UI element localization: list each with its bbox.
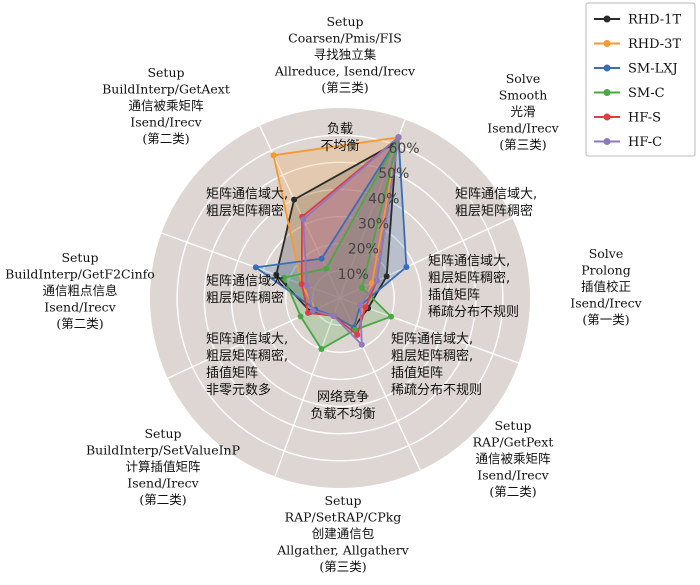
legend-marker-HF-S — [603, 113, 611, 121]
data-point-HF-C-4 — [358, 341, 365, 348]
data-point-HF-S-3 — [362, 304, 369, 311]
annotation-6: 矩阵通信域大,粗层矩阵稠密,插值矩阵稀疏分布不规则 — [391, 332, 482, 398]
data-point-RHD-1T-7 — [273, 271, 280, 278]
legend-label-SM-C: SM-C — [628, 86, 665, 101]
data-point-HF-S-7 — [298, 281, 305, 288]
annotation-8: 网络竞争负载不均衡 — [310, 389, 375, 422]
data-point-SM-C-3 — [388, 313, 394, 320]
legend-marker-SM-C — [603, 89, 611, 96]
grid-circle-3 — [257, 215, 423, 381]
annotation-5: 矩阵通信域大,粗层矩阵稠密,插值矩阵稀疏分布不规则 — [428, 254, 519, 320]
data-point-SM-LXJ-2 — [403, 264, 410, 270]
annotation-1: 负载不均衡 — [320, 122, 359, 154]
grid-circle-6 — [176, 134, 504, 462]
annotation-3: 矩阵通信域大,粗层矩阵稠密 — [206, 187, 288, 219]
tick-label-1: 10% — [338, 267, 369, 283]
tick-label-4: 40% — [368, 191, 399, 207]
series-area-HF-C — [303, 137, 399, 345]
data-point-HF-C-3 — [357, 302, 364, 309]
legend-label-SM-LXJ: SM-LXJ — [628, 62, 678, 77]
grid-circle-5 — [203, 161, 477, 435]
legend-marker-HF-C — [603, 138, 611, 145]
spoke-1 — [339, 119, 406, 299]
data-point-SM-LXJ-7 — [252, 264, 259, 271]
grid-circle-4 — [230, 188, 450, 408]
data-point-SM-LXJ-8 — [318, 255, 325, 262]
radial-tick-labels: 10% 20% 30% 40% 50% 60% — [338, 141, 420, 283]
data-point-HF-C-7 — [303, 282, 310, 289]
data-point-HF-C-8 — [300, 216, 307, 223]
legend-label-HF-S: HF-S — [628, 111, 661, 126]
series-area-RHD-3T — [273, 137, 399, 328]
data-point-HF-S-4 — [354, 331, 361, 338]
legend-marker-SM-LXJ — [603, 64, 611, 72]
data-point-SM-C-5 — [318, 346, 325, 352]
tick-label-2: 20% — [348, 242, 379, 258]
tick-label-5: 50% — [378, 166, 409, 182]
data-point-SM-C-6 — [297, 313, 304, 320]
tick-label-6: 60% — [388, 141, 419, 157]
series-layer — [252, 134, 410, 352]
spoke-7 — [161, 232, 341, 299]
data-point-HF-C-2 — [373, 277, 380, 284]
legend: RHD-1T RHD-3T SM-LXJ SM-C HF-S HF-C — [585, 2, 696, 157]
annotation-4: 矩阵通信域大,粗层矩阵稠密 — [206, 274, 288, 306]
legend-label-RHD-1T: RHD-1T — [628, 13, 681, 28]
legend-label-HF-C: HF-C — [628, 135, 662, 150]
legend-marker-RHD-1T — [603, 15, 611, 23]
spoke-2 — [339, 217, 513, 299]
annotations: 负载不均衡矩阵通信域大,粗层矩阵稠密矩阵通信域大,粗层矩阵稠密矩阵通信域大,粗层… — [206, 122, 537, 422]
data-point-HF-C-1 — [395, 134, 402, 141]
data-point-RHD-1T-2 — [383, 273, 390, 280]
legend-label-RHD-3T: RHD-3T — [628, 37, 681, 52]
data-point-RHD-1T-8 — [291, 196, 298, 203]
annotation-2: 矩阵通信域大,粗层矩阵稠密 — [455, 187, 537, 219]
data-point-HF-S-6 — [305, 309, 311, 316]
annotation-7: 矩阵通信域大,粗层矩阵稠密,插值矩阵非零元数多 — [206, 332, 288, 398]
data-point-HF-C-6 — [309, 307, 316, 314]
data-point-HF-C-5 — [330, 312, 337, 319]
data-point-RHD-3T-8 — [270, 152, 277, 159]
data-point-SM-C-8 — [323, 265, 330, 272]
tick-label-3: 30% — [358, 217, 389, 233]
spoke-5 — [274, 297, 341, 477]
data-point-SM-C-2 — [359, 284, 366, 291]
legend-marker-RHD-3T — [603, 40, 611, 47]
data-point-SM-C-7 — [280, 274, 287, 281]
